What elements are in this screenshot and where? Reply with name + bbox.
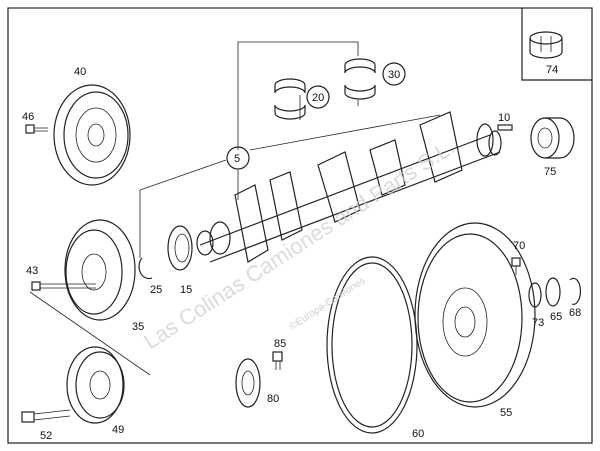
leader-lines-5 [139, 41, 441, 258]
label-65: 65 [550, 311, 562, 323]
part-20-bearing-shells [274, 78, 306, 120]
part-30-bearing-shells [344, 58, 376, 100]
inset-box-74 [521, 8, 592, 81]
part-46-bolt [25, 124, 48, 134]
callout-5 [226, 146, 250, 170]
label-43: 43 [26, 265, 38, 277]
part-73-bearing [528, 282, 542, 308]
part-55-flywheel [414, 222, 536, 408]
part-10-pin [497, 124, 513, 131]
label-85: 85 [274, 338, 286, 350]
part-80-seal [235, 358, 261, 408]
part-35-vibration-damper [64, 219, 136, 321]
label-75: 75 [544, 166, 556, 178]
label-73: 73 [532, 317, 544, 329]
label-55: 55 [500, 407, 512, 419]
crankshaft [196, 111, 502, 263]
callout-30 [382, 62, 406, 86]
watermark-small: ©Europa-Camiones [288, 275, 368, 332]
part-52-bolt [21, 409, 71, 423]
diagram-frame [7, 7, 593, 444]
part-68-circlip [569, 277, 582, 305]
label-74: 74 [546, 64, 558, 76]
part-40-pulley [53, 84, 131, 186]
part-15-gear [167, 225, 193, 271]
part-60-ring-gear [326, 256, 418, 434]
label-5: 5 [234, 153, 240, 165]
label-25: 25 [150, 284, 162, 296]
label-40: 40 [74, 66, 86, 78]
part-74-cap [529, 31, 563, 59]
part-49-pulley [66, 346, 125, 424]
label-20: 20 [312, 92, 324, 104]
label-60: 60 [412, 428, 424, 440]
part-43-bolt [29, 281, 151, 376]
label-30: 30 [388, 69, 400, 81]
part-85-bolt [272, 351, 283, 370]
label-80: 80 [267, 393, 279, 405]
label-15: 15 [180, 284, 192, 296]
label-46: 46 [22, 111, 34, 123]
label-35: 35 [132, 321, 144, 333]
part-65-bearing [545, 277, 561, 307]
label-70: 70 [513, 240, 525, 252]
part-70-bolt [511, 257, 521, 275]
callout-20 [306, 85, 330, 109]
label-52: 52 [40, 430, 52, 442]
label-10: 10 [498, 112, 510, 124]
part-75-gear [530, 117, 575, 159]
part-25-thrust-washer [138, 257, 153, 280]
label-49: 49 [112, 424, 124, 436]
label-68: 68 [569, 307, 581, 319]
